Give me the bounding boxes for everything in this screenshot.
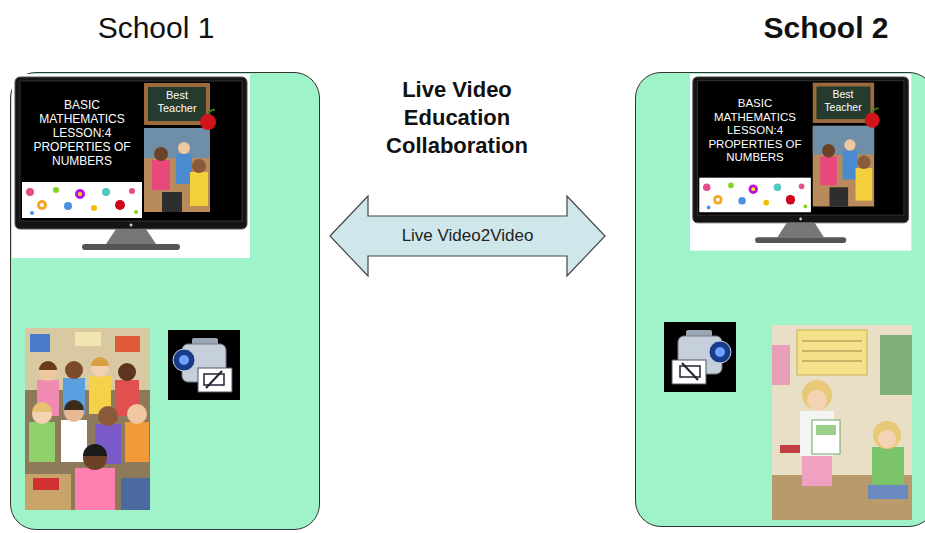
camcorder-icon xyxy=(664,322,736,392)
children-photo xyxy=(800,411,834,456)
school-heading: School 1 xyxy=(11,10,301,46)
children-photo xyxy=(797,330,867,375)
classroom-photo xyxy=(63,378,85,414)
classroom-photo xyxy=(89,376,111,414)
children-photo xyxy=(802,361,862,362)
children-photo xyxy=(872,447,904,485)
classroom-photo xyxy=(121,478,150,510)
classroom-photo xyxy=(75,332,101,346)
classroom-photo xyxy=(83,444,107,456)
school-box: School 2 xyxy=(635,72,925,527)
classroom-photo xyxy=(127,404,147,424)
classroom-photo xyxy=(125,422,149,462)
children-photo xyxy=(780,445,840,453)
classroom-photo xyxy=(98,406,118,426)
children-photo xyxy=(868,485,908,499)
children-photo xyxy=(878,430,896,448)
double-block-arrow xyxy=(330,196,605,276)
children-photo xyxy=(772,325,912,520)
classroom-photo xyxy=(33,478,59,490)
children-photo xyxy=(812,420,840,454)
classroom-photo xyxy=(39,363,57,381)
connector-label: Live Video2Video xyxy=(398,225,538,247)
classroom-photo xyxy=(95,424,121,464)
school-heading: School 2 xyxy=(686,10,925,46)
children-photo xyxy=(772,475,912,520)
classroom-photo xyxy=(30,334,50,352)
children-photo xyxy=(873,421,901,449)
classroom-photo xyxy=(25,328,150,510)
children-photo xyxy=(772,325,912,520)
children-photo xyxy=(802,341,862,342)
classroom-photo xyxy=(32,404,52,424)
classroom-photo xyxy=(64,402,84,422)
classroom-photo xyxy=(83,446,107,470)
children-photo xyxy=(816,425,836,435)
school-box: School 1 xyxy=(10,72,320,530)
classroom-photo xyxy=(115,380,139,416)
classroom-photo xyxy=(65,361,83,379)
children-photo xyxy=(802,351,862,352)
children-photo xyxy=(772,345,790,385)
classroom-photo xyxy=(25,474,71,510)
children-photo xyxy=(880,335,912,395)
children-photo xyxy=(807,390,827,410)
classroom-photo xyxy=(115,336,140,352)
classroom-photo xyxy=(37,380,59,416)
classroom-photo xyxy=(61,420,87,462)
camcorder-icon xyxy=(168,330,240,400)
television-picture xyxy=(690,74,911,251)
classroom-photo xyxy=(75,468,115,510)
television-picture xyxy=(12,74,250,258)
classroom-photo xyxy=(32,402,52,412)
children-photo xyxy=(802,380,832,410)
classroom-photo xyxy=(91,357,109,366)
classroom-photo xyxy=(39,361,57,370)
diagram-title: Live Video Education Collaboration xyxy=(362,76,552,160)
classroom-photo xyxy=(29,422,55,462)
classroom-photo xyxy=(64,400,84,410)
children-photo xyxy=(802,456,832,486)
classroom-photo xyxy=(91,359,109,377)
classroom-photo xyxy=(25,328,150,390)
classroom-photo xyxy=(118,363,136,381)
classroom-photo xyxy=(25,328,150,510)
